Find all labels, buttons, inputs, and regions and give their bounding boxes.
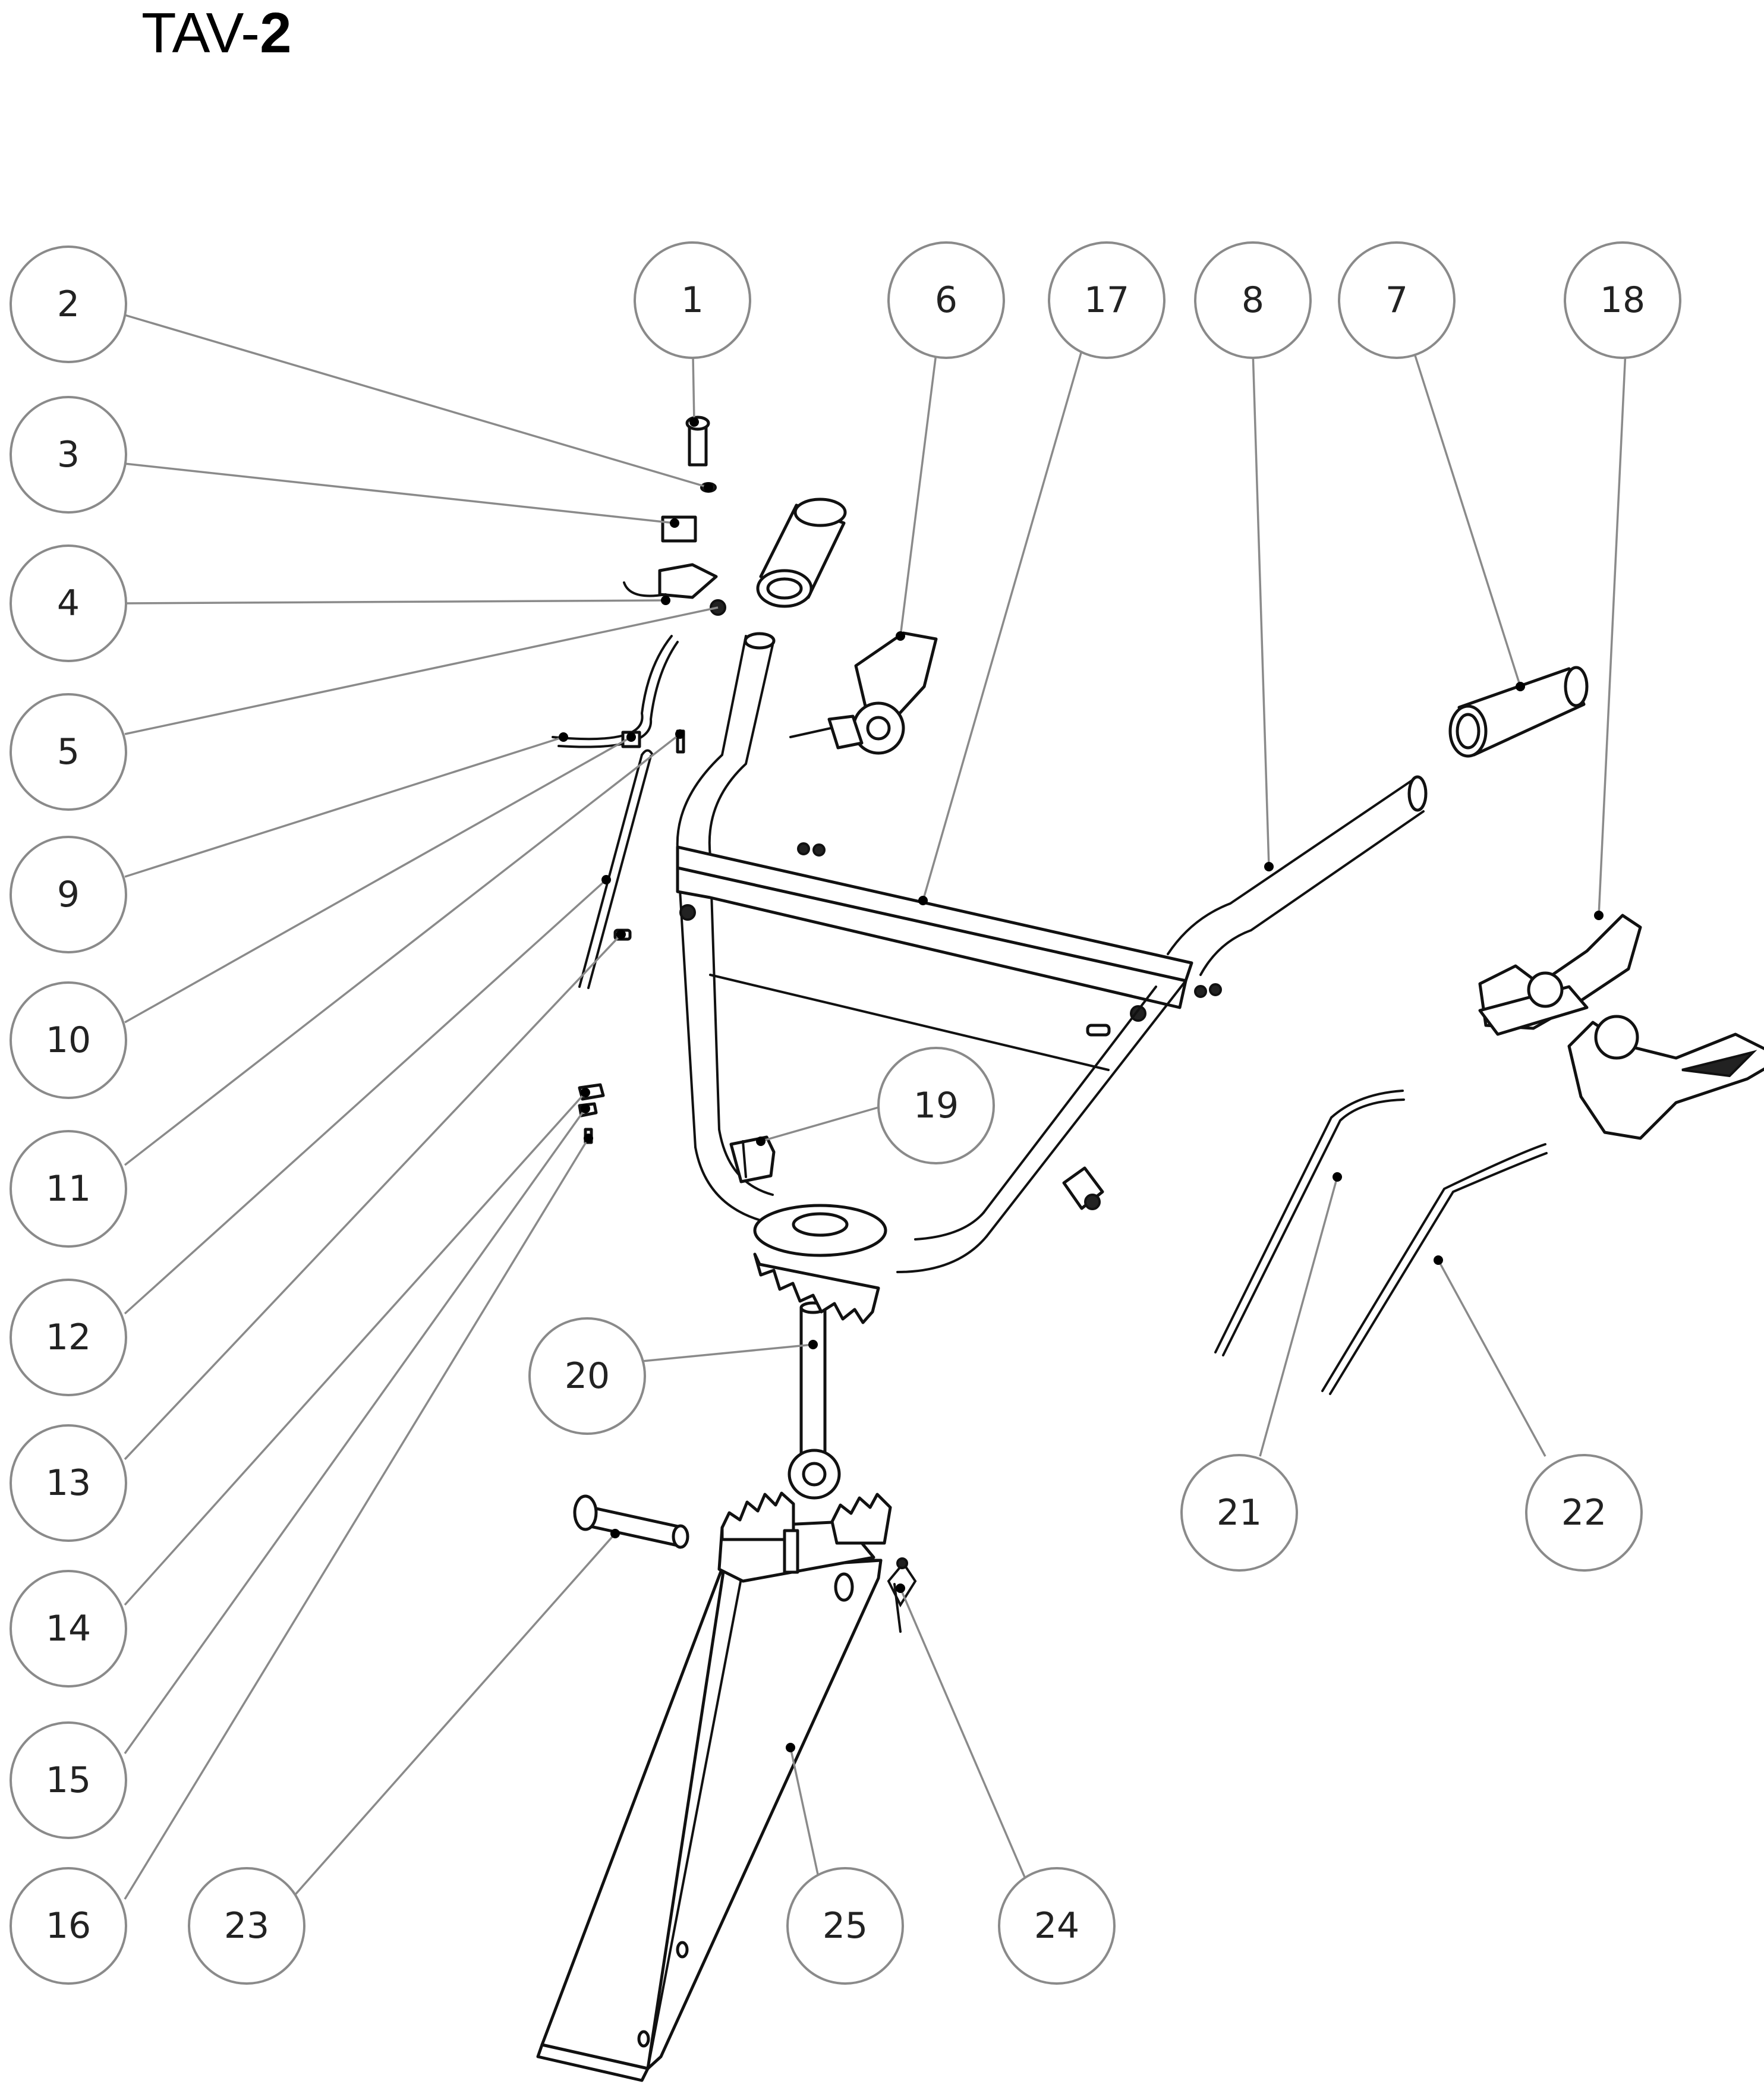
callout-15: 15 <box>10 1721 127 1839</box>
callout-13: 13 <box>10 1424 127 1542</box>
callout-21: 21 <box>1180 1454 1298 1572</box>
part-eye-bolt <box>788 1301 841 1500</box>
parts-drawing <box>536 415 1764 2082</box>
callout-label: 19 <box>914 1085 959 1126</box>
callout-11: 11 <box>10 1130 127 1248</box>
leader-lines <box>124 314 1627 1900</box>
title-prefix: TAV- <box>141 1 260 65</box>
callout-18: 18 <box>1564 241 1681 359</box>
part-rod <box>578 749 654 989</box>
callout-label: 13 <box>46 1462 91 1504</box>
callout-label: 3 <box>57 434 80 476</box>
part-tilt-bracket <box>717 1491 892 1583</box>
leader-dots <box>559 417 1604 1752</box>
callout-24: 24 <box>998 1867 1116 1985</box>
part-throttle-lever <box>789 631 938 755</box>
callout-20: 20 <box>528 1317 646 1435</box>
callout-2: 2 <box>10 245 127 363</box>
callout-bubbles: 2 3 4 5 9 10 11 12 13 14 15 16 1 6 17 8 … <box>10 241 1681 1985</box>
callout-label: 8 <box>1242 279 1264 321</box>
part-lynch-pin <box>887 1557 917 1633</box>
callout-label: 14 <box>46 1608 91 1649</box>
title-number: 2 <box>260 1 291 65</box>
callout-label: 7 <box>1385 279 1408 321</box>
callout-label: 22 <box>1561 1492 1606 1534</box>
part-knob <box>1062 1166 1104 1210</box>
callout-22: 22 <box>1525 1454 1643 1572</box>
callout-label: 6 <box>935 279 957 321</box>
callout-label: 1 <box>681 279 704 321</box>
callout-9: 9 <box>10 836 127 953</box>
callout-label: 2 <box>57 284 80 325</box>
callout-label: 16 <box>46 1905 91 1947</box>
part-handlebar-frame <box>676 632 1428 1324</box>
callout-label: 11 <box>46 1168 91 1210</box>
part-cable-clip <box>729 1135 776 1183</box>
callout-label: 5 <box>57 731 80 773</box>
callout-label: 20 <box>565 1355 610 1397</box>
callout-25: 25 <box>786 1867 904 1985</box>
callout-label: 25 <box>823 1905 868 1947</box>
callout-23: 23 <box>188 1867 305 1985</box>
callout-label: 23 <box>224 1905 269 1947</box>
diagram-title: TAV-2 <box>141 1 292 65</box>
callout-14: 14 <box>10 1570 127 1688</box>
callout-label: 18 <box>1600 279 1645 321</box>
part-pin <box>573 1494 689 1549</box>
callout-label: 12 <box>46 1317 91 1358</box>
callout-4: 4 <box>10 544 127 662</box>
part-brake-levers <box>1478 914 1764 1140</box>
part-support-tube <box>536 1559 883 2082</box>
callout-label: 21 <box>1217 1492 1262 1534</box>
callout-10: 10 <box>10 981 127 1099</box>
callout-label: 15 <box>46 1759 91 1801</box>
part-rods-right <box>1214 1090 1548 1395</box>
callout-3: 3 <box>10 396 127 514</box>
callout-label: 10 <box>46 1019 91 1061</box>
callout-17: 17 <box>1048 241 1166 359</box>
callout-12: 12 <box>10 1279 127 1396</box>
part-left-grip <box>756 498 847 608</box>
callout-7: 7 <box>1338 241 1456 359</box>
callout-label: 4 <box>57 583 80 624</box>
callout-label: 9 <box>57 874 80 915</box>
part-cable <box>552 635 679 748</box>
callout-8: 8 <box>1194 241 1312 359</box>
part-right-grip <box>1448 666 1589 758</box>
part-switch-assembly <box>623 415 726 616</box>
callout-6: 6 <box>887 241 1005 359</box>
callout-label: 24 <box>1034 1905 1079 1947</box>
callout-5: 5 <box>10 693 127 811</box>
callout-16: 16 <box>10 1867 127 1985</box>
callout-1: 1 <box>634 241 751 359</box>
callout-label: 17 <box>1084 279 1129 321</box>
callout-19: 19 <box>877 1047 995 1164</box>
